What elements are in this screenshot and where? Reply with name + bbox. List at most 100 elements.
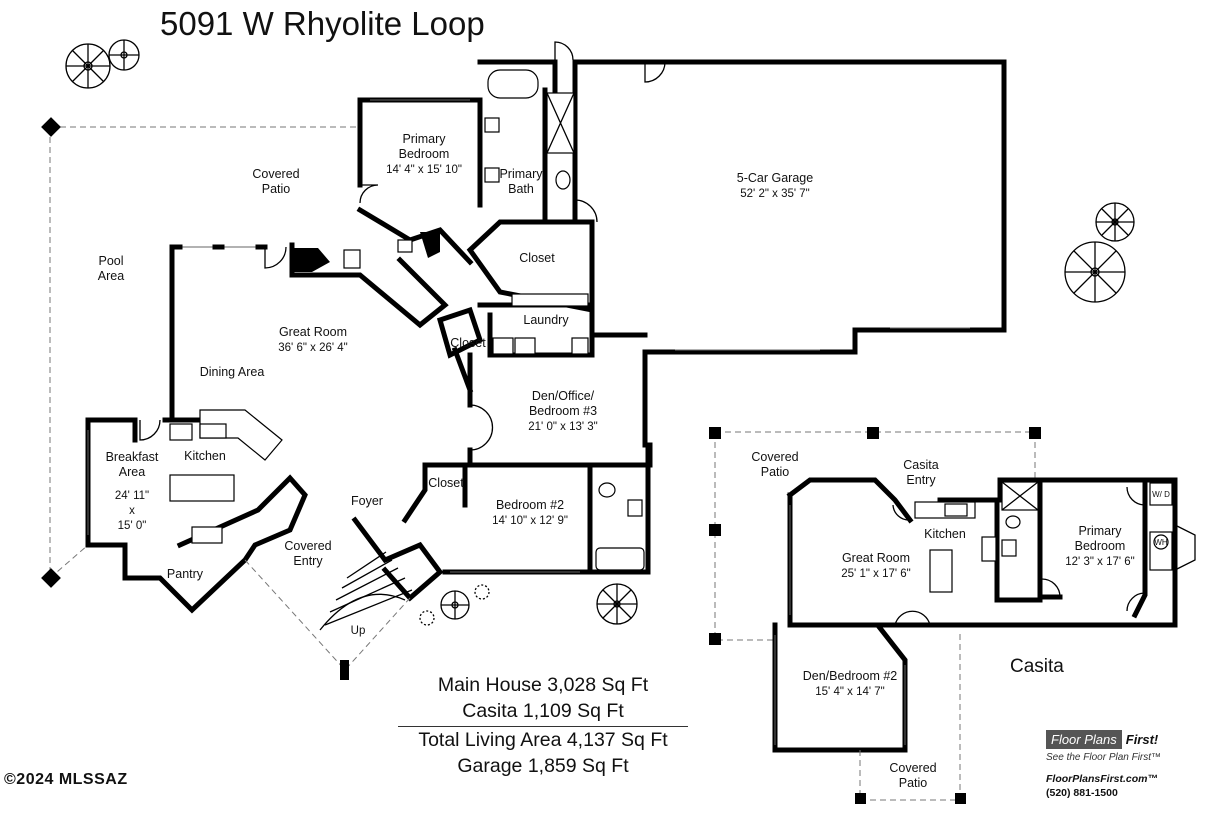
bathtub [487,69,539,99]
casita-door [1174,524,1196,571]
brand-block: Floor Plans First! See the Floor Plan Fi… [1046,728,1176,799]
kitchen-island [169,474,235,502]
primary-bedroom-label: Primary [402,132,446,146]
casita-covered-patio-label: Patio [761,465,790,479]
kitchen-sink [944,503,968,517]
casita-entry-label: Entry [906,473,936,487]
wall [487,312,595,358]
wall [451,346,474,394]
plan-title: 5091 W Rhyolite Loop [160,5,485,42]
door-swing [644,61,666,83]
stairs-curve [319,593,406,631]
patio-post [709,427,721,439]
copyright-notice: ©2024 MLSSAZ [4,771,128,788]
den-office-label: Den/Office/ [532,389,595,403]
closet-3-label: Closet [428,476,464,490]
bathtub [595,547,645,571]
casita-heading: Casita [1010,656,1064,677]
great-room-dim: 36' 6" x 26' 4" [278,342,347,354]
primary-bedroom-dim: 14' 4" x 15' 10" [386,164,462,176]
wall [1037,477,1063,600]
laundry-sink [571,337,589,355]
tree-icon [1064,202,1135,303]
primary-bath-label: Bath [508,182,534,196]
wall [85,417,138,443]
wall [351,516,444,602]
kitchen-island [929,549,953,593]
covered-patio-label: Patio [262,182,291,196]
casita-den-label: Den/Bedroom #2 [803,669,898,683]
wall [787,477,1178,628]
sink [484,167,500,183]
patio-post [1029,427,1041,439]
closet-1-label: Closet [519,251,555,265]
range [191,526,223,544]
sink [484,117,500,133]
patio-post [709,524,721,536]
casita-great-room-dim: 25' 1" x 17' 6" [841,568,910,580]
door-swing [574,199,598,223]
door-swing [1041,578,1061,598]
wall [466,219,595,314]
kitchen-label: Kitchen [184,449,226,463]
dryer [514,337,536,355]
wall [786,477,914,524]
foyer-label: Foyer [351,494,383,508]
wall [587,442,651,575]
patio-post [867,427,879,439]
garage-area: Garage 1,859 Sq Ft [457,755,629,777]
main-house-area: Main House 3,028 Sq Ft [437,674,649,696]
breakfast-label: Breakfast [106,450,159,464]
dining-area-label: Dining Area [200,365,265,379]
pool-area-label: Pool [98,254,123,268]
breakfast-label: Area [119,465,145,479]
wall [356,206,474,266]
casita-kitchen-label: Kitchen [924,527,966,541]
wall [477,59,558,93]
wall [436,306,484,359]
logo-text-2: First! [1125,731,1159,747]
casita-covered-patio-label: Covered [751,450,798,464]
brand-url: FloorPlansFirst.com™ [1046,773,1159,785]
area-summary: Main House 3,028 Sq Ft Casita 1,109 Sq F… [398,672,688,779]
wall [289,242,449,329]
casita-primary-bedroom-dim: 12' 3" x 17' 6" [1065,556,1134,568]
dishwasher [169,423,193,441]
water-heater [1153,534,1169,550]
tree-icon [65,39,140,89]
casita-den-dim: 15' 4" x 14' 7" [815,686,884,698]
closet-2-label: Closet [450,336,486,350]
covered-entry-boundary [244,559,411,671]
sink [343,249,361,269]
covered-entry-label: Covered [284,539,331,553]
patio-post [955,793,966,804]
patio-post [855,793,866,804]
brand-tagline: See the Floor Plan First™ [1046,752,1162,763]
door-swing [892,504,911,521]
wall [572,59,1007,448]
kitchen-sink [199,423,227,439]
door-swing [264,246,287,269]
garage-dim: 52' 2" x 35' 7" [740,188,809,200]
breakfast-dim: 15' 0" [118,520,147,532]
window [675,327,970,351]
entry-post [340,660,349,680]
brand-phone: (520) 881-1500 [1046,787,1118,799]
casita-area: Casita 1,109 Sq Ft [462,700,624,722]
laundry-label: Laundry [523,313,569,327]
door-swing [1126,592,1146,612]
brand-logo: Floor Plans First! [1046,728,1176,750]
washer-dryer [1149,482,1173,506]
fireplace [420,232,440,258]
pantry-label: Pantry [167,567,204,581]
covered-patio-label: Covered [252,167,299,181]
bedroom-2-label: Bedroom #2 [496,498,564,512]
casita-covered-patio-2-label: Patio [899,776,928,790]
toilet [1005,515,1021,529]
sink [1001,539,1017,557]
den-office-dim: 21' 0" x 13' 3" [528,421,597,433]
bedroom-2-dim: 14' 10" x 12' 9" [492,515,568,527]
pool-corner-marker [41,117,61,137]
